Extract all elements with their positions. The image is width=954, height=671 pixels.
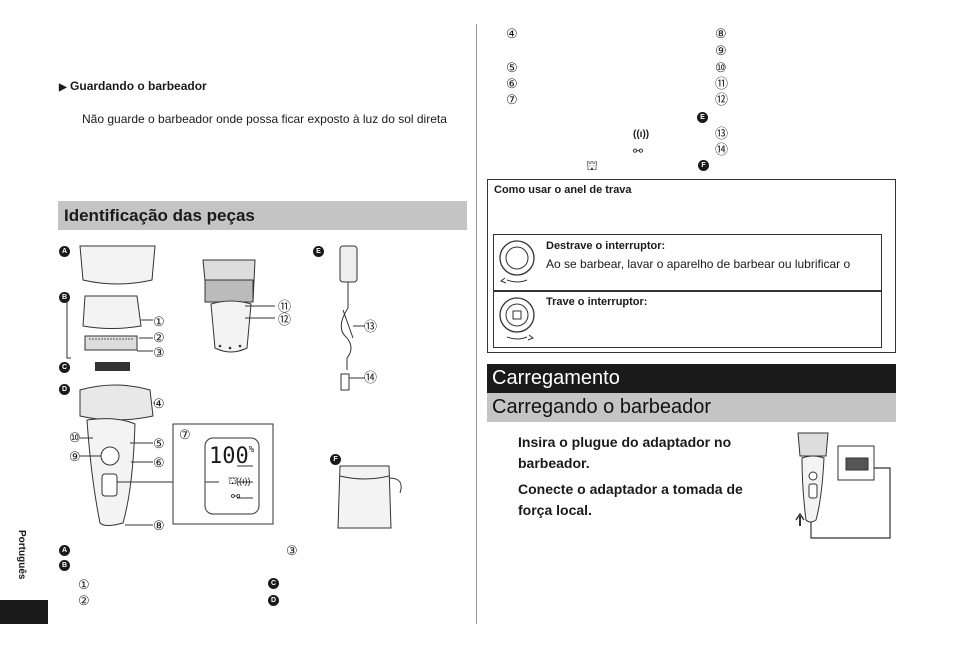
legend-badge-b: B [59,560,70,571]
legend-3: ③ [286,543,298,558]
label-10: ⑩ [69,430,81,445]
storage-heading-text: Guardando o barbeador [70,79,207,93]
step-2: Conecte o adaptador a tomada de força lo… [518,481,743,518]
shaver-body-d [86,418,136,526]
adapter-e [339,245,358,283]
right-num-14: ⑭ [715,142,729,157]
parts-illustration [66,245,402,529]
unlock-title: Destrave o interruptor: [546,240,666,252]
outer-foil-frame [79,245,156,285]
column-divider [476,24,477,624]
unlock-dial-icon [499,240,535,284]
right-num-4: ④ [506,26,518,41]
label-7: ⑦ [179,427,191,442]
display-screen [204,437,260,515]
blade-part [95,362,130,371]
lock-title: Trave o interruptor: [546,296,648,308]
storage-heading: ▶ Guardando o barbeador [59,79,207,95]
right-num-8: ⑧ [715,26,727,41]
display-unit: % [248,445,255,455]
lock-ring-box [487,179,896,353]
vibration-icon-display: ((ı)) [236,476,251,486]
plug-icon: ⚯ [633,144,644,158]
blade-frame [82,295,142,329]
legend-badge-c: C [268,578,279,589]
section-title-charging: Carregando o barbeador [492,396,712,418]
right-badge-e: E [697,112,708,123]
language-tab-label: Português [16,530,27,580]
triangle-bullet-icon: ▶ [59,82,67,93]
label-2: ② [153,330,165,345]
faucet-icon-display: ⛫ [228,476,238,487]
label-6: ⑥ [153,455,165,470]
pouch-f [337,465,392,529]
chapter-title-charging: Carregamento [492,367,620,389]
charging-illustration [795,432,891,539]
legend-badge-d: D [268,595,279,606]
label-3: ③ [153,345,165,360]
right-num-13: ⑬ [715,126,729,141]
chapter-header-charging: Carregamento [487,364,896,393]
lock-ring-title: Como usar o anel de trava [494,184,632,196]
unlock-text: Ao se barbear, lavar o aparelho de barbe… [546,257,851,271]
legend-1: ① [78,577,90,592]
storage-text: Não guarde o barbeador onde possa ficar … [82,112,447,126]
right-badge-f: F [698,160,709,171]
right-num-9: ⑨ [715,43,727,58]
plug-icon-display: ⚯ [231,491,241,503]
label-9: ⑨ [69,449,81,464]
section-header-charging: Carregando o barbeador [487,393,896,422]
blade-base [84,335,138,351]
legend-2: ② [78,593,90,608]
badge-c: C [59,362,70,373]
lock-dial-icon [499,297,535,341]
section-header-parts: Identificação das peças [58,201,467,230]
badge-f: F [330,454,341,465]
language-tab [0,600,48,624]
legend-badge-a: A [59,545,70,556]
vibration-icon: ((ı)) [633,129,650,140]
right-num-11: ⑪ [715,76,729,91]
label-8: ⑧ [153,518,165,533]
label-13: ⑬ [364,319,378,334]
lock-row [493,291,882,348]
label-5: ⑤ [153,436,165,451]
display-value: 100 [209,444,249,469]
right-num-7: ⑦ [506,92,518,107]
label-14: ⑭ [364,370,378,385]
section-title-parts: Identificação das peças [64,206,255,225]
badge-d: D [59,384,70,395]
label-1: ① [153,314,165,329]
step-1: Insira o plugue do adaptador no barbeado… [518,434,732,471]
shaver-head-d [79,384,154,421]
badge-a: A [59,246,70,257]
right-num-12: ⑫ [715,92,729,107]
label-12: ⑫ [278,312,292,327]
label-11: ⑪ [278,299,292,314]
badge-e: E [313,246,324,257]
right-num-5: ⑤ [506,60,518,75]
unlock-row [493,234,882,291]
right-num-6: ⑥ [506,76,518,91]
badge-b: B [59,292,70,303]
label-4: ④ [153,396,165,411]
display-readout: 100% [209,446,254,468]
faucet-icon: ⛫ [586,158,598,173]
right-num-10: ⑩ [715,60,727,75]
